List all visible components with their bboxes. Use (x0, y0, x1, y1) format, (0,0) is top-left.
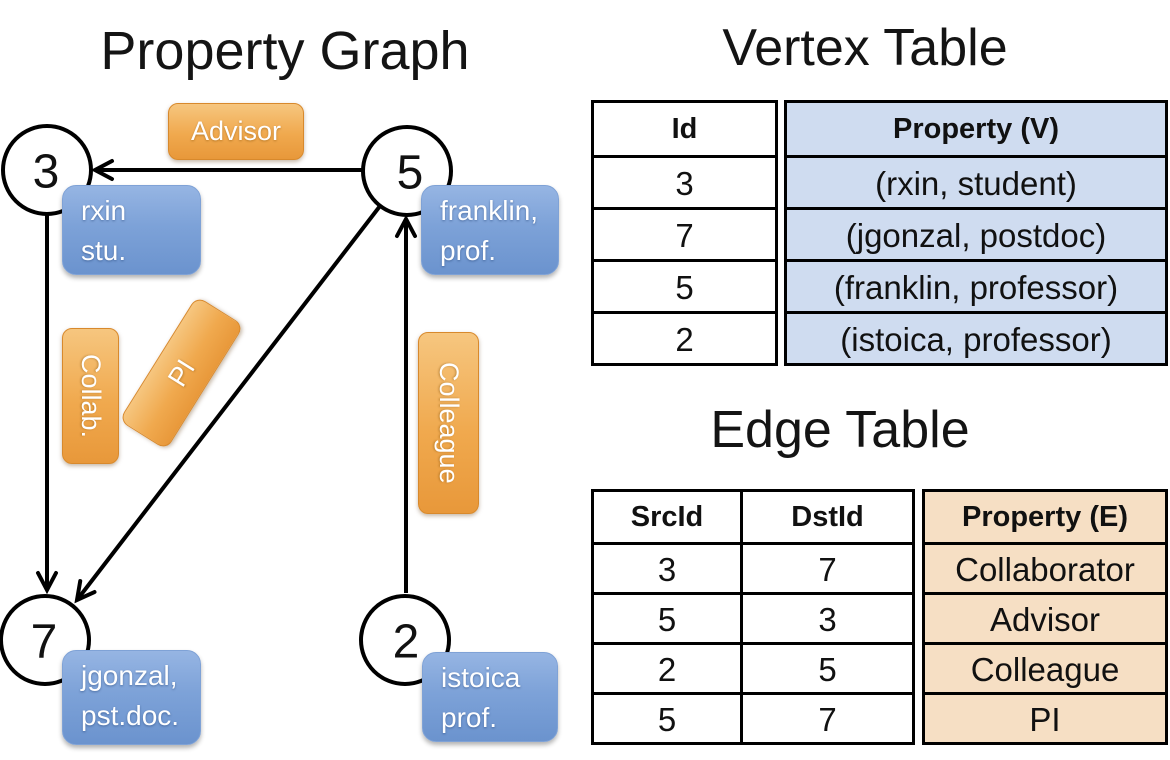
edge-table-property-header: Property (E) (925, 492, 1165, 542)
edge-table-dstid-cell: 3 (743, 592, 912, 642)
vertex-table-property-cell: (rxin, student) (787, 155, 1165, 207)
edge-table-dstid-header: DstId (791, 501, 864, 533)
vertex-box-line: franklin, (440, 195, 539, 226)
edge-table-id-columns: SrcId 3 5 2 5 DstId 7 3 5 7 (591, 489, 915, 745)
vertex-table-property-header: Property (V) (787, 103, 1165, 155)
edge-table-srcid-cell: 5 (594, 592, 740, 642)
edge-table-dstid-column: DstId 7 3 5 7 (740, 492, 912, 742)
edge-5-to-7 (77, 204, 382, 600)
edge-table-dstid-cell: 5 (743, 642, 912, 692)
edge-label-advisor: Advisor (168, 103, 304, 160)
vertex-box-rxin: rxin stu. (62, 185, 201, 275)
node-2-label: 2 (392, 615, 420, 669)
vertex-box-line: istoica (441, 662, 521, 693)
edge-label-collab: Collab. (62, 328, 119, 464)
vertex-box-line: prof. (440, 235, 497, 266)
vertex-table-id-column: Id 3 7 5 2 (591, 100, 778, 366)
vertex-box-istoica: istoica prof. (422, 652, 558, 742)
property-graph-title: Property Graph (100, 21, 470, 81)
vertex-box-line: pst.doc. (81, 700, 180, 731)
edge-table-dstid-cell: 7 (743, 542, 912, 592)
edge-table-property-cell: Collaborator (925, 542, 1165, 592)
vertex-box-line: prof. (441, 702, 498, 733)
edge-table-srcid-cell: 3 (594, 542, 740, 592)
vertex-table-id-cell: 5 (594, 259, 775, 311)
edge-table-property-column: Property (E) Collaborator Advisor Collea… (922, 489, 1168, 745)
edge-table-dstid-cell: 7 (743, 692, 912, 742)
edge-table-srcid-cell: 2 (594, 642, 740, 692)
edge-table-property-cell: Colleague (925, 642, 1165, 692)
edge-table-title: Edge Table (710, 401, 970, 459)
vertex-box-franklin: franklin, prof. (421, 185, 559, 275)
node-7-label: 7 (30, 615, 58, 669)
edge-table-srcid-column: SrcId 3 5 2 5 (594, 492, 740, 742)
vertex-box-line: jgonzal, (81, 660, 178, 691)
node-5-label: 5 (396, 146, 424, 200)
vertex-table-property-column: Property (V) (rxin, student) (jgonzal, p… (784, 100, 1168, 366)
edge-label-colleague: Colleague (418, 332, 479, 514)
vertex-table-id-cell: 7 (594, 207, 775, 259)
node-3-label: 3 (32, 145, 60, 199)
vertex-table-property-cell: (istoica, professor) (787, 311, 1165, 363)
vertex-box-line: stu. (81, 235, 127, 266)
vertex-table-id-header: Id (671, 113, 698, 145)
vertex-box-line: rxin (81, 195, 127, 226)
vertex-table-id-cell: 3 (594, 155, 775, 207)
edge-table-property-cell: PI (925, 692, 1165, 742)
vertex-table-title: Vertex Table (722, 19, 1008, 77)
vertex-box-jgonzal: jgonzal, pst.doc. (62, 650, 201, 745)
vertex-table-property-cell: (jgonzal, postdoc) (787, 207, 1165, 259)
edge-table-srcid-cell: 5 (594, 692, 740, 742)
vertex-table-id-cell: 2 (594, 311, 775, 363)
vertex-table-property-cell: (franklin, professor) (787, 259, 1165, 311)
edge-table-srcid-header: SrcId (630, 501, 704, 533)
edge-table-property-cell: Advisor (925, 592, 1165, 642)
